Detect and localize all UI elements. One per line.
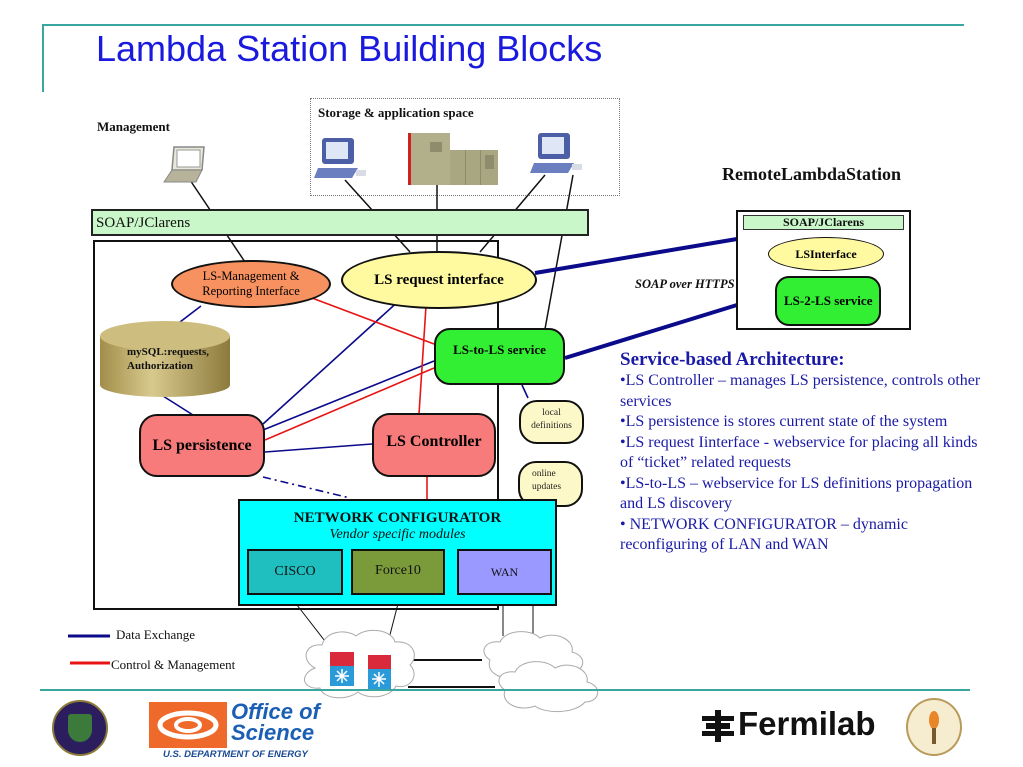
bullet-text: LS request Iinterface - webservice for p… (620, 433, 978, 472)
module-force10[interactable]: Force10 (351, 549, 445, 595)
legend-data-exchange: Data Exchange (116, 627, 196, 642)
bullet-text: LS Controller – manages LS persistence, … (620, 372, 981, 410)
switch-icon-2 (368, 655, 391, 690)
request-interface-label: LS request interface (374, 271, 504, 288)
storage-area (310, 98, 620, 196)
bullet-dot: • (620, 433, 626, 451)
wire-pers-ctrl (264, 443, 373, 453)
server-icon (408, 133, 498, 185)
office-of-science-logo-mark (149, 702, 227, 748)
local-line2: definitions (531, 421, 572, 431)
wire-request-ctrl (418, 305, 427, 415)
wan-cloud-icon-2 (498, 661, 599, 712)
mgmt-line2: Reporting Interface (202, 284, 300, 298)
caltech-seal-icon (906, 698, 962, 756)
remote-lambda-station-title: RemoteLambdaStation (722, 164, 901, 184)
wire-lstols-pers (262, 360, 435, 431)
network-configurator-subtitle: Vendor specific modules (329, 527, 466, 542)
mysql-line2: Authorization (127, 360, 193, 372)
wire-mysql-pers (162, 395, 194, 416)
fermilab-logo-icon (702, 710, 734, 742)
wire-mgmt-mysql (179, 305, 202, 323)
ls-to-ls-service[interactable]: LS-to-LS service (434, 328, 565, 385)
header-rule (42, 24, 964, 26)
architecture-bullet: •LS-to-LS – webservice for LS definition… (620, 474, 990, 515)
remote-soap-bar: SOAP/JClarens (743, 215, 904, 230)
laptop-icon (163, 146, 205, 183)
bullet-dot: • (620, 372, 626, 389)
footer-rule (40, 689, 970, 691)
wire-request-remote (534, 237, 738, 275)
remote-ls-interface[interactable]: LSInterface (768, 237, 884, 271)
ls-interface-label: LSInterface (795, 246, 857, 261)
soap-over-https-label: SOAP over HTTPS (635, 277, 735, 291)
remote-lambda-station-box: SOAP/JClarens LSInterface LS-2-LS servic… (736, 210, 911, 330)
controller-label: LS Controller (386, 433, 482, 450)
management-label: Management (97, 119, 170, 134)
bullet-dot: • (620, 515, 626, 533)
architecture-bullet: •LS persistence is stores current state … (620, 412, 990, 433)
workstation-icon-1 (314, 138, 366, 178)
local-definitions-note: local definitions (519, 400, 584, 444)
architecture-description: Service-based Architecture: •LS Controll… (620, 349, 990, 556)
doe-seal-icon (52, 700, 108, 756)
doe-label: U.S. DEPARTMENT OF ENERGY (163, 749, 308, 760)
architecture-heading: Service-based Architecture: (620, 349, 845, 370)
remote-ls-2-ls-service[interactable]: LS-2-LS service (775, 276, 881, 326)
legend-control-management: Control & Management (111, 657, 236, 672)
bullet-dot: • (620, 413, 626, 430)
online-line1: online (532, 469, 556, 479)
torch-icon (929, 711, 939, 744)
oos-line1: Office of (231, 699, 320, 724)
fermilab-wordmark: Fermilab (738, 705, 876, 742)
ls-controller[interactable]: LS Controller (372, 413, 496, 477)
mysql-database-icon (100, 321, 230, 397)
mysql-label: mySQL:requests, Authorization (127, 345, 209, 373)
switch-icon-1 (330, 652, 354, 686)
soap-jclarens-bar: SOAP/JClarens (91, 209, 589, 236)
bullet-text: LS-to-LS – webservice for LS definitions… (620, 474, 973, 513)
persistence-label: LS persistence (152, 436, 252, 454)
storage-label: Storage & application space (318, 105, 474, 120)
wire-lstols-local (521, 384, 529, 399)
doe-shield-icon (68, 714, 92, 742)
bullet-text: NETWORK CONFIGURATOR – dynamic reconfigu… (620, 515, 908, 554)
wire-lstols-pers-ctrl (264, 367, 435, 441)
mgmt-line1: LS-Management & (202, 269, 300, 283)
wire-pc2-lstols (544, 174, 574, 330)
wire-mgmt-lstols (311, 297, 435, 345)
architecture-bullet: • NETWORK CONFIGURATOR – dynamic reconfi… (620, 515, 990, 556)
slide-title: Lambda Station Building Blocks (96, 28, 603, 69)
bullet-text: LS persistence is stores current state o… (625, 413, 948, 430)
architecture-bullet: •LS request Iinterface - webservice for … (620, 433, 990, 474)
module-cisco[interactable]: CISCO (247, 549, 343, 595)
header-rule-vertical (42, 24, 44, 92)
mysql-line1: mySQL:requests, (127, 346, 209, 358)
ls-management-interface[interactable]: LS-Management &Reporting Interface (171, 260, 331, 308)
ls-persistence[interactable]: LS persistence (139, 414, 265, 477)
wire-request-pers (262, 297, 403, 425)
local-line1: local (542, 408, 561, 418)
bullet-dot: • (620, 474, 626, 492)
lan-cloud-icon (304, 629, 415, 699)
module-wan[interactable]: WAN (457, 549, 552, 595)
office-of-science-wordmark: Office of Science (231, 699, 320, 745)
online-line2: updates (532, 482, 562, 492)
wire-pers-netcfg (262, 476, 351, 499)
wire-lstols-remote (564, 303, 738, 360)
oos-line2: Science (231, 720, 315, 745)
workstation-icon-2 (530, 133, 582, 173)
architecture-bullet: •LS Controller – manages LS persistence,… (620, 371, 990, 412)
ls-to-ls-label: LS-to-LS service (453, 342, 546, 357)
local-lambda-station-box (93, 240, 499, 610)
network-configurator-title: NETWORK CONFIGURATOR (293, 510, 502, 526)
ls-2-ls-label: LS-2-LS service (784, 293, 873, 308)
ls-request-interface[interactable]: LS request interface (341, 251, 537, 309)
network-configurator[interactable]: NETWORK CONFIGURATOR Vendor specific mod… (238, 499, 557, 606)
